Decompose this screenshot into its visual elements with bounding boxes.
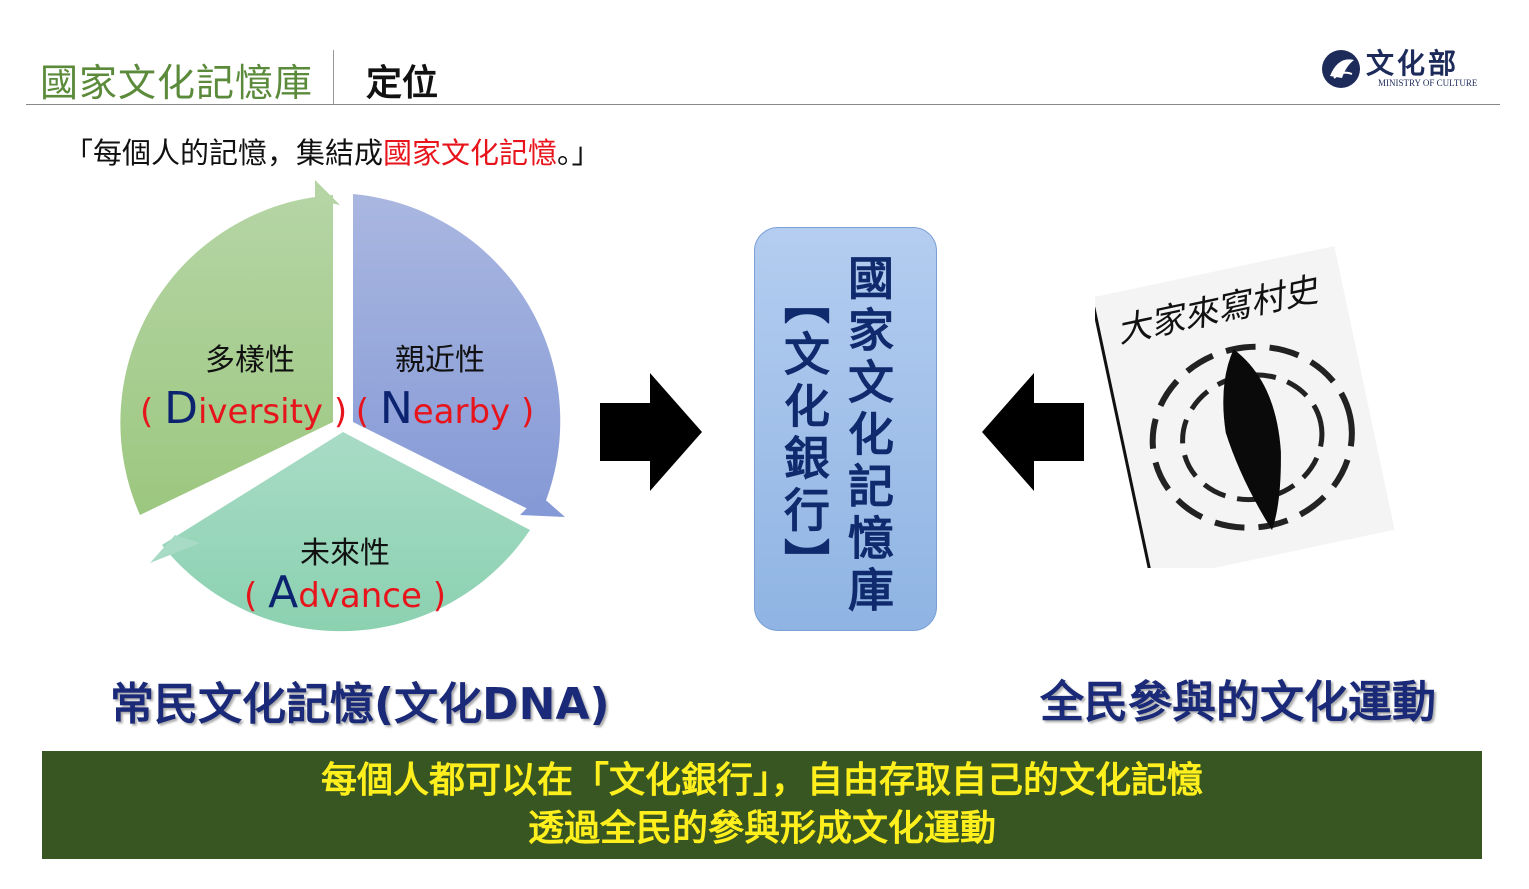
segment-diversity <box>120 195 333 515</box>
bank-title-vertical: 國家文化記憶庫 <box>841 254 895 618</box>
left-arrow-icon <box>982 373 1084 491</box>
segment-diversity-arrowhead <box>315 180 340 205</box>
logo-en: MINISTRY OF CULTURE <box>1378 78 1478 88</box>
advance-label-en: ( Advance ) <box>244 567 446 618</box>
page-title: 國家文化記憶庫 <box>40 61 314 105</box>
segment-advance-arrowhead <box>150 535 200 563</box>
banner-line-2: 透過全民的參與形成文化運動 <box>527 808 996 849</box>
right-arrow-icon <box>600 373 702 491</box>
nearby-label-zh: 親近性 <box>395 343 485 378</box>
segment-nearby-arrowhead <box>520 495 565 517</box>
header-rule <box>26 104 1500 105</box>
caption-folk-memory: 常民文化記憶(文化DNA) <box>110 679 610 730</box>
quote-close: 。」 <box>557 136 601 170</box>
title-divider <box>333 50 334 104</box>
quote-part1: 每個人的記憶，集結成 <box>93 136 384 170</box>
diversity-label-zh: 多樣性 <box>205 343 295 378</box>
ministry-logo: 文化部 MINISTRY OF CULTURE <box>1320 46 1500 92</box>
nearby-label-en: ( Nearby ) <box>355 383 535 434</box>
village-history-book-image: 大家來寫村史 <box>1095 246 1395 568</box>
summary-banner: 每個人都可以在「文化銀行」，自由存取自己的文化記憶 透過全民的參與形成文化運動 <box>42 751 1482 859</box>
advance-label-zh: 未來性 <box>300 536 390 571</box>
quote-open: 「 <box>64 136 94 170</box>
segment-nearby <box>353 194 561 515</box>
cycle-diagram: 多樣性 ( Diversity ) 親近性 ( Nearby ) 未來性 ( A… <box>100 175 580 655</box>
culture-bank-box: 國家文化記憶庫 【文化銀行】 <box>754 227 937 631</box>
banner-line-1: 每個人都可以在「文化銀行」，自由存取自己的文化記憶 <box>320 760 1203 801</box>
quote: 「每個人的記憶，集結成國家文化記憶。」 <box>64 130 601 172</box>
caption-culture-movement: 全民參與的文化運動 <box>1040 677 1436 728</box>
logo-zh: 文化部 <box>1366 47 1460 80</box>
quote-highlight: 國家文化記憶 <box>383 136 558 170</box>
bank-subtitle-vertical: 【文化銀行】 <box>777 278 831 590</box>
flower-emblem-icon <box>1322 50 1360 88</box>
page-subtitle: 定位 <box>366 63 439 104</box>
segment-advance <box>162 432 530 632</box>
diversity-label-en: ( Diversity ) <box>140 383 348 434</box>
